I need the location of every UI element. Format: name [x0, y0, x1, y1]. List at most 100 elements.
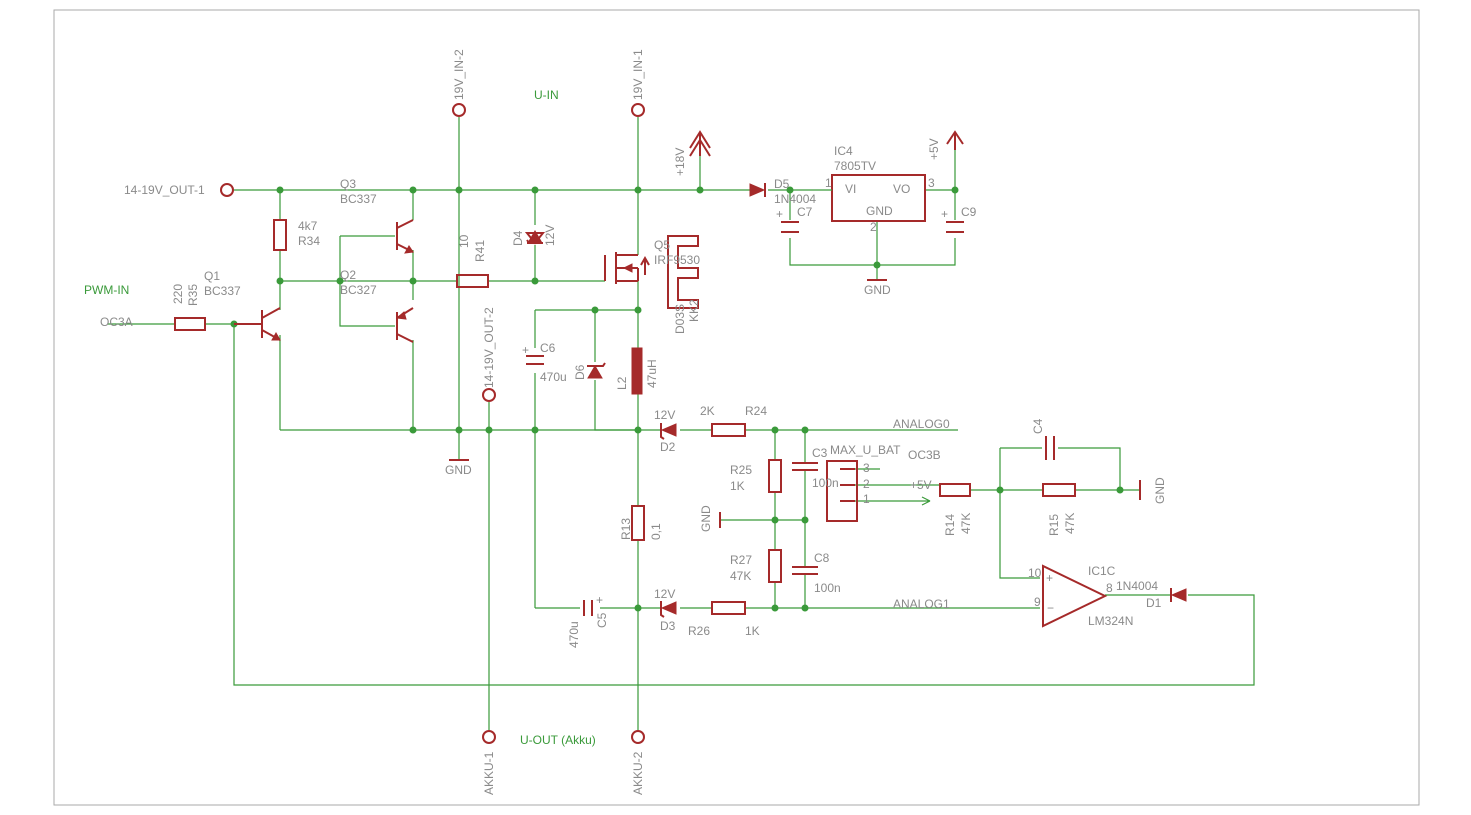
c4-name: C4 [1031, 418, 1045, 434]
ic1c-name: IC1C [1088, 564, 1116, 578]
connector-pin-2: 2 [863, 477, 870, 491]
q1-value: BC337 [204, 284, 241, 298]
label-u-out: U-OUT (Akku) [520, 733, 596, 747]
svg-text:+: + [522, 343, 529, 357]
opamp-ic1c [1042, 564, 1108, 628]
resistor-r27 [768, 549, 782, 583]
c6-name: C6 [540, 341, 556, 355]
d2-value: 12V [654, 408, 675, 422]
q2-name: Q2 [340, 268, 356, 282]
label-19v-in-1: 19V_IN-1 [631, 49, 645, 100]
c9-name: C9 [961, 205, 977, 219]
capacitor-c8 [792, 566, 818, 575]
zener-d6 [587, 365, 603, 379]
q1-name: Q1 [204, 269, 220, 283]
kk2-name: KK2 [687, 299, 701, 322]
transistors [234, 219, 699, 343]
label-gnd: GND [864, 283, 891, 297]
capacitor-c4 [1045, 436, 1055, 460]
q5-value: IRF9530 [654, 253, 700, 267]
r13-name: R13 [619, 518, 633, 540]
r15-name: R15 [1047, 514, 1061, 536]
label-gnd: GND [699, 505, 713, 532]
ic1c-pin10: 10 [1028, 566, 1042, 580]
terminals [220, 103, 645, 744]
r25-name: R25 [730, 463, 752, 477]
resistor-r26 [711, 601, 746, 615]
ic1c-pin9: 9 [1034, 595, 1041, 609]
inductor-l2 [631, 347, 643, 395]
d5-value: 1N4004 [774, 192, 816, 206]
ic4-name: IC4 [834, 144, 853, 158]
resistor-r35 [174, 317, 206, 331]
r34-value: 4k7 [298, 219, 318, 233]
capacitors: + + + + [522, 207, 1055, 616]
label-oc3a: OC3A [100, 315, 133, 329]
label-plus-5v: +5V [927, 138, 941, 160]
r15-value: 47K [1063, 513, 1077, 534]
svg-text:+: + [941, 207, 948, 221]
label-u-in: U-IN [534, 88, 559, 102]
r25-value: 1K [730, 479, 745, 493]
q3-value: BC337 [340, 192, 377, 206]
r24-value: 2K [700, 404, 715, 418]
ic4-pin2: 2 [870, 220, 877, 234]
label-gnd: GND [1153, 477, 1167, 504]
d6-name: D6 [573, 364, 587, 380]
diode-d5 [749, 183, 766, 197]
c5-name: C5 [595, 612, 609, 628]
connector-max-u-bat [826, 460, 858, 522]
diode-d1 [1170, 588, 1187, 602]
supply-symbols [449, 130, 1141, 528]
zener-d2 [660, 423, 677, 437]
supply-18v-icon [689, 130, 711, 157]
label-gnd: GND [445, 463, 472, 477]
r24-name: R24 [745, 404, 767, 418]
d3-value: 12V [654, 587, 675, 601]
ic4-vo: VO [893, 182, 910, 196]
resistor-r25 [768, 459, 782, 493]
d1-name: D1 [1146, 596, 1162, 610]
ic4-vi: VI [845, 182, 856, 196]
c3-name: C3 [812, 446, 828, 460]
transistor-q5 [604, 252, 639, 284]
d2-name: D2 [660, 440, 676, 454]
terminal-out-2 [482, 388, 496, 402]
r27-value: 47K [730, 569, 751, 583]
kk2-value: D03S [673, 304, 687, 334]
r41-name: R41 [473, 240, 487, 262]
r14-name: R14 [943, 514, 957, 536]
l2-name: L2 [615, 376, 629, 390]
terminal-19v-in-1 [631, 103, 645, 117]
wires [108, 117, 1255, 740]
resistors [174, 219, 1076, 615]
c8-name: C8 [814, 551, 830, 565]
terminal-akku-1 [482, 730, 496, 744]
capacitor-c6 [526, 355, 544, 365]
label-analog1: ANALOG1 [893, 597, 950, 611]
c5-value: 470u [567, 621, 581, 648]
c6-value: 470u [540, 370, 567, 384]
capacitor-c7 [781, 221, 799, 233]
svg-text:+: + [776, 207, 783, 221]
transistor-q2 [396, 307, 414, 343]
r13-value: 0,1 [649, 523, 663, 540]
r41-value: 10 [457, 234, 471, 248]
junctions [230, 186, 1124, 612]
label-19v-in-2: 19V_IN-2 [452, 49, 466, 100]
r34-name: R34 [298, 234, 320, 248]
net-labels: 19V_IN-2 19V_IN-1 U-IN +18V +5V 14-19V_O… [84, 49, 1167, 795]
heatsink-kk2 [667, 235, 699, 309]
d4-name: D4 [511, 230, 525, 246]
d3-name: D3 [660, 619, 676, 633]
q5-name: Q5 [654, 238, 670, 252]
label-plus-5v-connector: +5V [910, 478, 932, 492]
label-out-2: 14-19V_OUT-2 [482, 307, 496, 388]
terminal-akku-2 [631, 730, 645, 744]
c8-value: 100n [814, 581, 841, 595]
c3-value: 100n [812, 476, 839, 490]
regulator-ic4 [831, 174, 926, 222]
d4-value: 12V [543, 225, 557, 246]
label-analog0: ANALOG0 [893, 417, 950, 431]
